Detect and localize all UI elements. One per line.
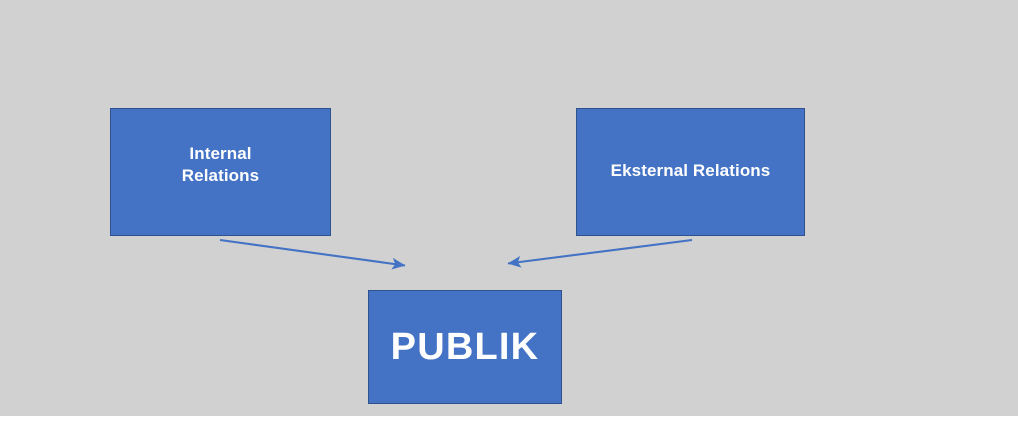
node-publik[interactable]: PUBLIK	[368, 290, 562, 404]
node-eksternal-relations-label: Eksternal Relations	[610, 161, 771, 181]
node-internal-relations[interactable]: Internal Relations	[110, 108, 331, 236]
node-publik-label: PUBLIK	[390, 325, 540, 368]
node-internal-relations-label: Internal Relations	[181, 144, 260, 185]
connector-internal-to-publik	[219, 238, 406, 270]
node-eksternal-relations[interactable]: Eksternal Relations	[576, 108, 805, 236]
connector-eksternal-to-publik	[507, 238, 693, 268]
